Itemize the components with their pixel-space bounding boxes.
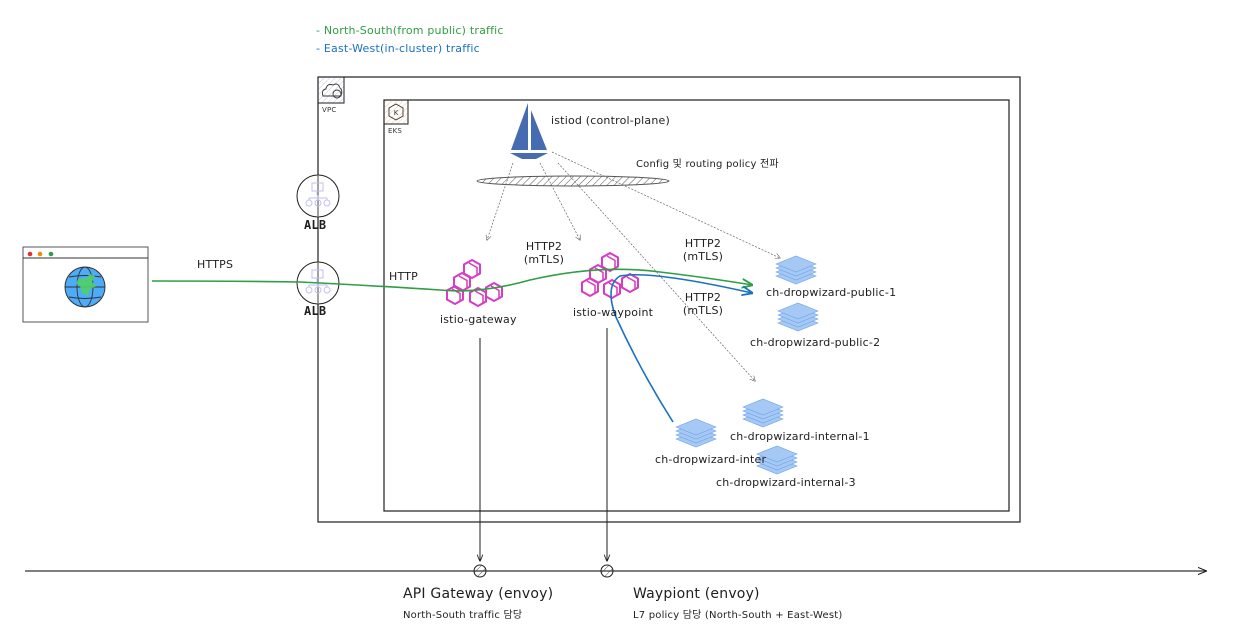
service-icon-public-1	[775, 255, 817, 285]
service-icon-public-2	[777, 302, 819, 332]
service-label-public-2: ch-dropwizard-public-2	[750, 336, 881, 349]
service-label-public-1: ch-dropwizard-public-1	[766, 286, 897, 299]
waypoint-timeline-marker	[600, 564, 614, 578]
gateway-to-waypoint-protocol: HTTP2 (mTLS)	[519, 240, 569, 266]
waypoint-description: L7 policy 담당 (North-South + East-West)	[633, 610, 843, 621]
window-min-dot	[37, 251, 43, 257]
svg-text:K: K	[394, 109, 399, 117]
eks-container	[383, 99, 1010, 512]
cloud-icon	[321, 83, 343, 97]
protocol-line-2: (mTLS)	[523, 253, 565, 266]
protocol-line-2: (mTLS)	[682, 304, 724, 317]
vpc-label: VPC	[322, 106, 337, 114]
protocol-line-1: HTTP2	[684, 237, 722, 250]
istio-logo-icon	[510, 103, 548, 159]
api-gateway-title: API Gateway (envoy)	[403, 586, 554, 602]
alb-label-1: ALB	[304, 218, 327, 232]
config-arrow-gateway	[487, 162, 514, 240]
window-close-dot	[27, 251, 33, 257]
service-label-internal-3: ch-dropwizard-internal-3	[716, 476, 856, 489]
service-label-internal-1: ch-dropwizard-internal-1	[730, 430, 870, 443]
alb-label-2: ALB	[304, 304, 327, 318]
istio-gateway-icon	[446, 259, 503, 307]
waypoint-to-public-protocol-green: HTTP2 (mTLS)	[678, 237, 728, 263]
istio-waypoint-label: istio-waypoint	[573, 306, 654, 319]
service-label-internal-2: ch-dropwizard-inter	[655, 453, 767, 466]
legend-north-south: - North-South(from public) traffic	[316, 24, 504, 37]
istiod-label: istiod (control-plane)	[551, 114, 670, 127]
vpc-icon	[317, 76, 345, 104]
config-propagation-label: Config 및 routing policy 전파	[636, 159, 779, 170]
gateway-timeline-marker	[473, 564, 487, 578]
service-icon-internal-2	[675, 418, 717, 448]
browser-client	[22, 246, 149, 323]
istio-gateway-label: istio-gateway	[440, 313, 517, 326]
service-icon-internal-1	[742, 398, 784, 428]
eks-label: EKS	[388, 127, 403, 135]
legend-east-west: - East-West(in-cluster) traffic	[316, 42, 480, 55]
protocol-line-1: HTTP2	[525, 240, 563, 253]
waypoint-to-public-protocol-blue: HTTP2 (mTLS)	[678, 291, 728, 317]
window-max-dot	[48, 251, 54, 257]
east-west-traffic-line	[610, 274, 752, 423]
waypoint-title: Waypiont (envoy)	[633, 586, 760, 602]
alb-1	[296, 174, 340, 218]
kubernetes-icon	[388, 103, 404, 121]
config-arrow-waypoint	[539, 162, 580, 240]
protocol-line-1: HTTP2	[684, 291, 722, 304]
http-label: HTTP	[389, 270, 418, 283]
api-gateway-description: North-South traffic 담당	[403, 610, 523, 621]
north-south-traffic-line	[151, 268, 752, 292]
globe-icon	[64, 266, 106, 308]
propagation-ellipse	[476, 175, 670, 187]
https-label: HTTPS	[197, 258, 234, 271]
protocol-line-2: (mTLS)	[682, 250, 724, 263]
